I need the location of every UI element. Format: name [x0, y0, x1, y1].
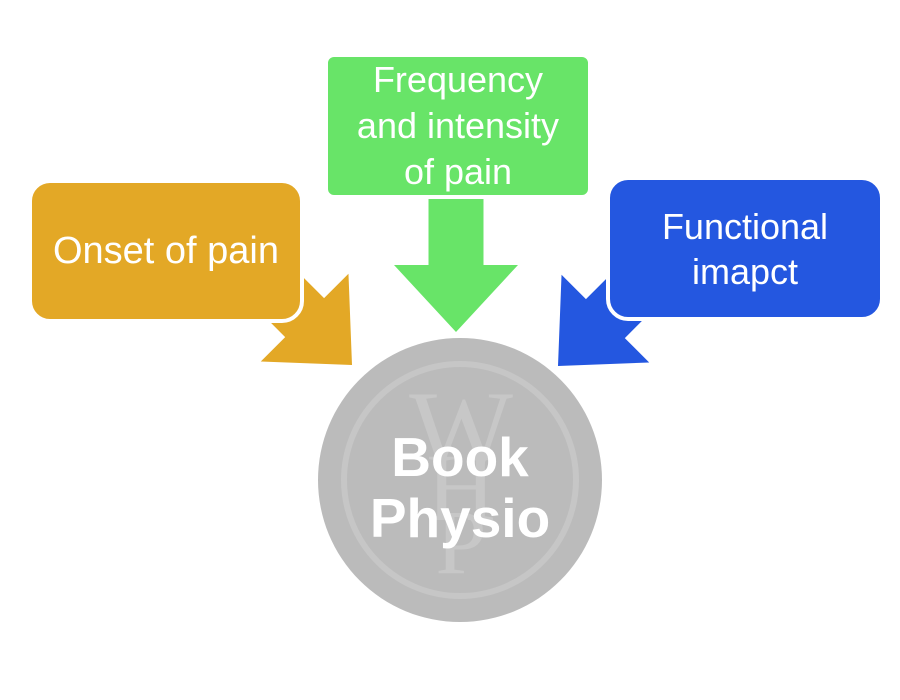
onset-of-pain-label: Onset of pain	[52, 230, 280, 272]
center-circle: W H P Book Physio	[318, 338, 602, 622]
watermark-letter-w: W	[409, 369, 513, 491]
functional-impact-box: Functional imapct	[606, 176, 884, 321]
frequency-intensity-box: Frequency and intensity of pain	[324, 53, 592, 199]
watermark-letter-h: H	[426, 434, 496, 541]
frequency-arrow	[394, 197, 518, 332]
functional-impact-label: Functional imapct	[661, 205, 829, 292]
watermark-letter-p: P	[435, 491, 487, 593]
onset-of-pain-box: Onset of pain	[28, 179, 304, 323]
center-label: Book Physio	[369, 426, 551, 549]
watermark-seal-ring	[341, 361, 579, 599]
frequency-intensity-label: Frequency and intensity of pain	[356, 59, 560, 192]
